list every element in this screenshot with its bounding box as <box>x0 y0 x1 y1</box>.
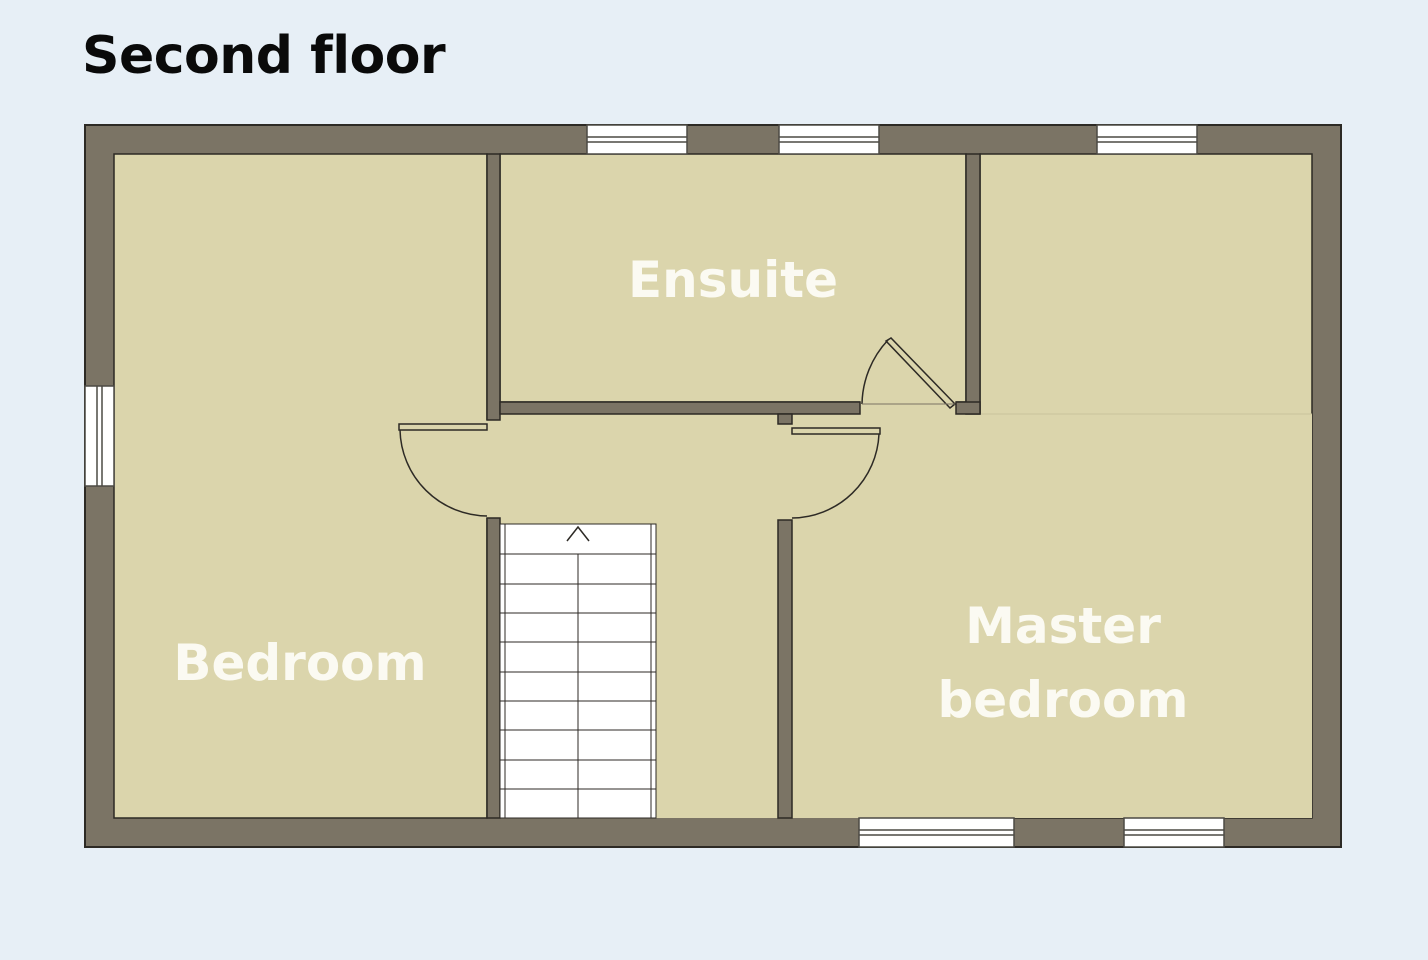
window-left <box>84 385 115 487</box>
room-label-master-line2: bedroom <box>938 671 1189 729</box>
ensuite-door <box>861 337 957 410</box>
stair-direction-arrow-icon <box>566 525 590 542</box>
bedroom-doorway-floor <box>486 420 502 518</box>
staircase <box>499 523 657 819</box>
windows <box>84 124 1225 848</box>
doors <box>398 337 957 519</box>
window-top-2 <box>778 124 880 155</box>
inner-walls <box>486 153 981 819</box>
master-bedroom-floor-lower <box>792 414 1312 818</box>
wall-master-left <box>777 519 793 819</box>
room-label-master-line1: Master <box>965 597 1161 655</box>
wall-ensuite-right <box>965 153 981 415</box>
master-doorway-floor <box>776 424 794 520</box>
page-title: Second floor <box>82 26 446 86</box>
ensuite-floor <box>499 153 967 403</box>
window-bottom-2 <box>1123 817 1225 848</box>
ensuite-doorway-floor <box>860 400 956 416</box>
window-bottom-1 <box>858 817 1015 848</box>
wall-ensuite-bottom <box>499 401 861 415</box>
floors <box>113 153 1313 819</box>
bedroom-floor <box>113 153 488 819</box>
master-door <box>791 427 881 519</box>
wall-bedroom-upper <box>486 153 501 421</box>
bedroom-door <box>398 423 488 517</box>
room-label-bedroom: Bedroom <box>173 634 426 692</box>
window-top-1 <box>586 124 688 155</box>
room-label-ensuite: Ensuite <box>628 251 838 309</box>
wall-bedroom-lower <box>486 517 501 819</box>
window-top-3 <box>1096 124 1198 155</box>
wall-hall-stub <box>777 413 793 425</box>
wall-ensuite-corner <box>955 401 981 415</box>
